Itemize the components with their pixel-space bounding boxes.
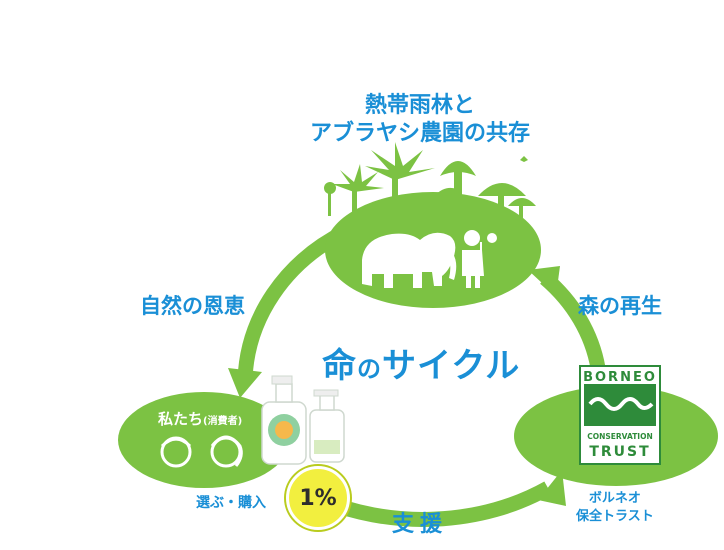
arrow-label-support: 支援 bbox=[392, 512, 449, 537]
arrow-label-forest-regen: 森の再生 bbox=[578, 294, 662, 318]
consumer-label: 私たち(消費者) bbox=[158, 408, 242, 429]
diagram-title: 熱帯雨林と アブラヤシ農園の共存 bbox=[300, 92, 540, 148]
trust-org-label: ボルネオ 保全トラスト bbox=[576, 490, 654, 526]
org-line-2: 保全トラスト bbox=[576, 509, 654, 524]
center-title-mid: の bbox=[357, 355, 382, 383]
buy-label: 選ぶ・購入 bbox=[196, 495, 266, 511]
title-line-2: アブラヤシ農園の共存 bbox=[309, 121, 530, 146]
consumer-faces-icon bbox=[160, 435, 243, 468]
org-line-1: ボルネオ bbox=[588, 491, 641, 506]
consumer-label-main: 私たち bbox=[158, 410, 204, 428]
one-percent-text: 1% bbox=[299, 485, 337, 511]
elephant-icon bbox=[362, 232, 457, 288]
logo-text-top: BORNEO bbox=[583, 370, 657, 385]
center-title: 命のサイクル bbox=[322, 338, 520, 387]
consumer-ellipse bbox=[118, 392, 290, 488]
arrow-head-right bbox=[528, 266, 560, 296]
center-title-main: 命 bbox=[322, 346, 357, 386]
consumer-label-sub: (消費者) bbox=[203, 416, 243, 427]
borneo-logo: BORNEO CONSERVATION TRUST bbox=[579, 365, 661, 465]
arrow-nature-benefit bbox=[237, 225, 349, 381]
person-icon bbox=[462, 230, 497, 288]
arrow-head-bottom bbox=[538, 470, 566, 506]
hand-wash-bottle-icon bbox=[309, 389, 345, 463]
soap-bottle-icon bbox=[261, 375, 307, 465]
arrow-label-nature-benefit: 自然の恩恵 bbox=[140, 294, 245, 318]
logo-text-mid: CONSERVATION bbox=[587, 432, 653, 441]
logo-text-bottom: TRUST bbox=[589, 444, 650, 460]
arrow-head-left bbox=[228, 368, 262, 398]
center-title-end: サイクル bbox=[382, 346, 521, 386]
one-percent-badge: 1% bbox=[286, 466, 350, 530]
forest-trees-icon bbox=[324, 142, 536, 220]
title-line-1: 熱帯雨林と bbox=[364, 93, 475, 118]
